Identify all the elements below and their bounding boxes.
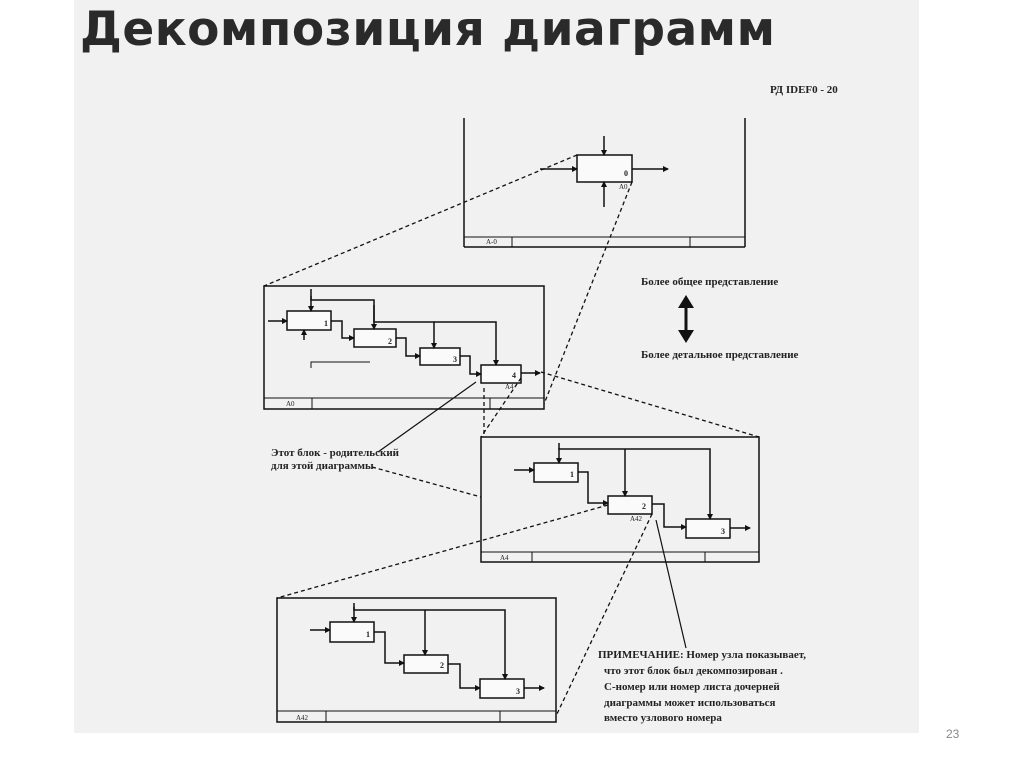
legend-top-label: Более общее представление bbox=[641, 276, 778, 288]
frame-fourth-block-1: 1 bbox=[366, 630, 370, 639]
page-number: 23 bbox=[946, 727, 960, 741]
frame-second-block-node: А4 bbox=[505, 383, 514, 391]
frame-second-block-1: 1 bbox=[324, 319, 328, 328]
frame-second bbox=[263, 285, 545, 410]
slide-title: Декомпозиция диаграмм bbox=[80, 2, 776, 57]
frame-top-block-node: А0 bbox=[619, 183, 628, 191]
note-line-2: что этот блок был декомпозирован . bbox=[604, 665, 783, 677]
frame-fourth bbox=[276, 597, 557, 723]
note-pointers bbox=[377, 381, 687, 649]
decomposition-links bbox=[263, 154, 760, 717]
frame-third-node: А4 bbox=[500, 554, 509, 562]
frame-top-node: А-0 bbox=[486, 238, 497, 246]
frame-third-block-node: А42 bbox=[630, 515, 643, 523]
parent-note-line-1: Этот блок - родительский bbox=[271, 447, 400, 459]
frame-third-block-3: 3 bbox=[721, 527, 725, 536]
legend-bottom-label: Более детальное представление bbox=[641, 349, 799, 361]
standard-label: РД IDEF0 - 20 bbox=[770, 84, 838, 96]
frame-fourth-block-2: 2 bbox=[440, 661, 444, 670]
double-arrow-icon bbox=[678, 295, 694, 343]
frame-top-block-number: 0 bbox=[624, 169, 628, 178]
frame-top bbox=[463, 118, 746, 248]
frame-second-block-4: 4 bbox=[512, 371, 516, 380]
frame-second-block-2: 2 bbox=[388, 337, 392, 346]
frame-fourth-node: А42 bbox=[296, 714, 309, 722]
parent-note-line-2: для этой диаграммы bbox=[271, 460, 374, 472]
frame-second-block-3: 3 bbox=[453, 355, 457, 364]
frame-third-block-2: 2 bbox=[642, 502, 646, 511]
note-line-5: вместо узлового номера bbox=[604, 712, 722, 724]
note-line-4: диаграммы может использоваться bbox=[604, 697, 776, 709]
note-line-1: ПРИМЕЧАНИЕ: Номер узла показывает, bbox=[598, 649, 806, 661]
frame-fourth-block-3: 3 bbox=[516, 687, 520, 696]
frame-second-node: А0 bbox=[286, 400, 295, 408]
frame-third-block-1: 1 bbox=[570, 470, 574, 479]
note-line-3: С-номер или номер листа дочерней bbox=[604, 681, 780, 693]
frame-third bbox=[480, 436, 760, 563]
